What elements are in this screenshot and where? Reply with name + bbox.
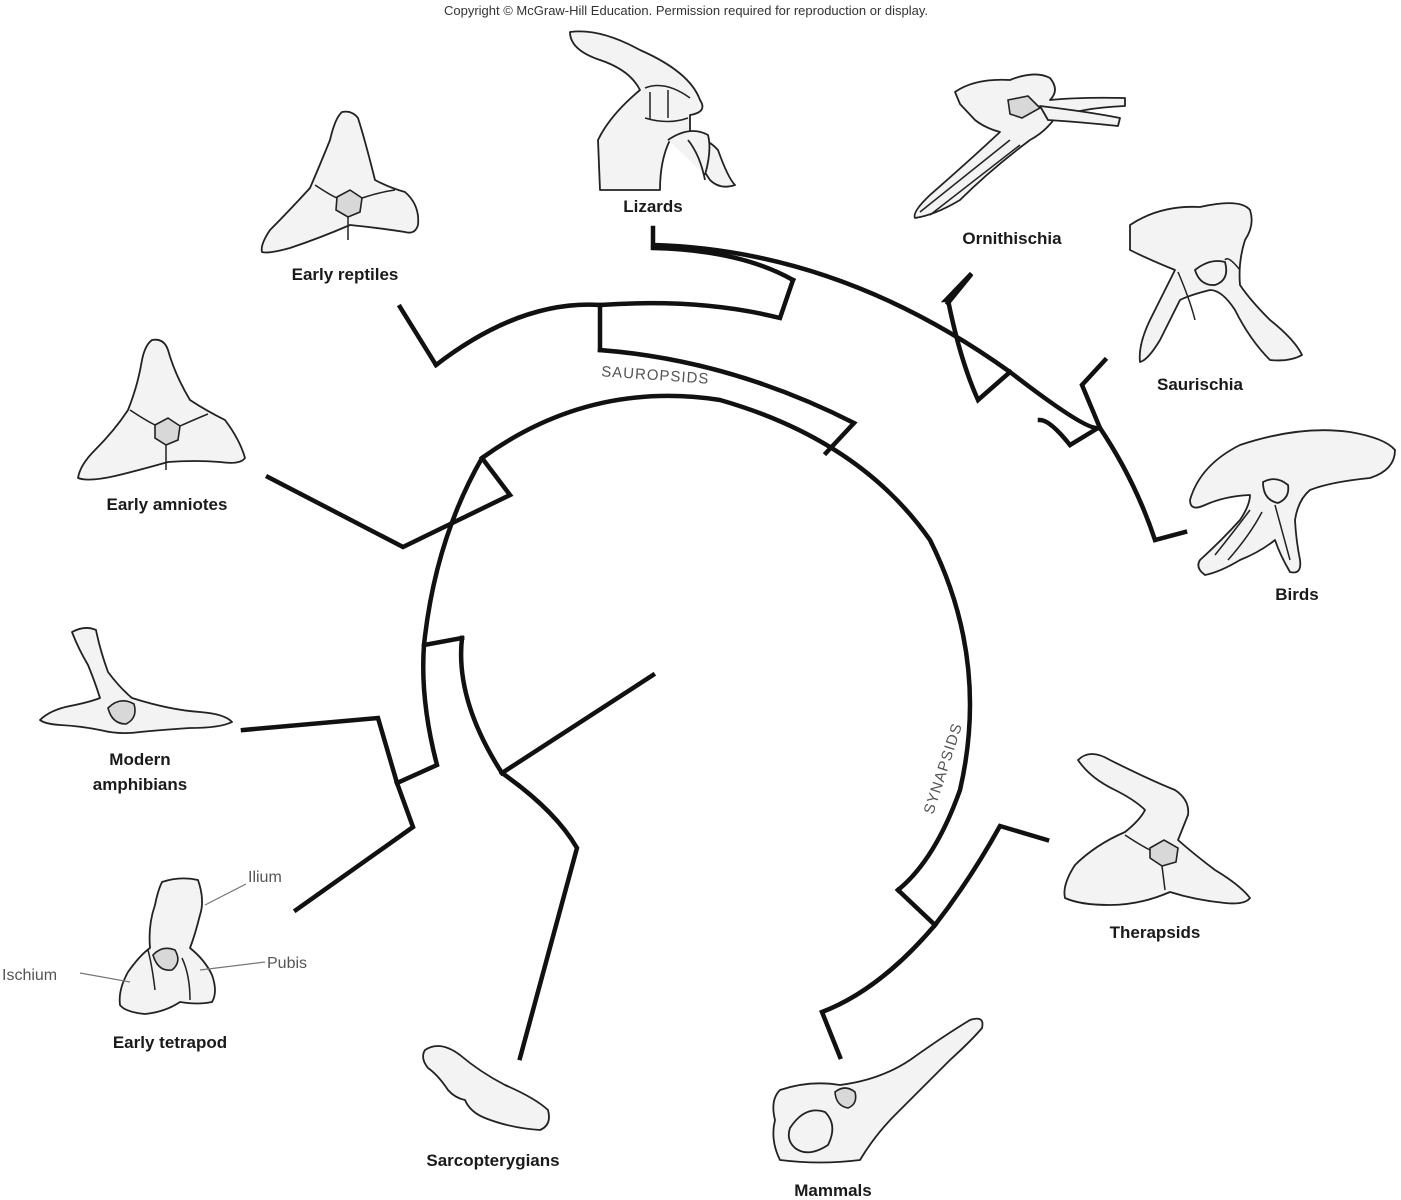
- saurischia-pelvis-illustration: [1129, 202, 1303, 363]
- branch-early-reptiles: [396, 303, 440, 369]
- taxon-label-saurischia: Saurischia: [1157, 375, 1244, 394]
- branch-lizards-split: [650, 245, 797, 284]
- taxon-label-modern-amphibians-line2: amphibians: [93, 775, 187, 794]
- mammal-pelvis-illustration: [772, 1017, 984, 1164]
- taxon-label-early-reptiles: Early reptiles: [292, 265, 399, 284]
- sauropsid-arc: [597, 347, 858, 457]
- ilium-leader-line: [204, 883, 247, 906]
- branch-birds: [1096, 424, 1188, 543]
- copyright-notice: Copyright © McGraw-Hill Education. Permi…: [444, 3, 928, 18]
- archosaur-arc: [650, 225, 1101, 431]
- taxon-label-lizards: Lizards: [623, 197, 683, 216]
- phylogenetic-tree: [240, 225, 1188, 1061]
- synapsid-node: [894, 823, 1050, 929]
- part-label-pubis: Pubis: [267, 955, 307, 972]
- branch-saurischia: [1037, 356, 1109, 448]
- branch-ornithischia: [944, 272, 974, 307]
- taxon-label-therapsids: Therapsids: [1110, 923, 1201, 942]
- part-label-ischium: Ischium: [2, 967, 57, 984]
- taxon-label-modern-amphibians-line1: Modern: [109, 750, 170, 769]
- part-label-ilium: Ilium: [248, 869, 282, 886]
- taxon-label-early-amniotes: Early amniotes: [107, 495, 228, 514]
- reptile-arc: [432, 277, 796, 369]
- taxon-label-birds: Birds: [1275, 585, 1318, 604]
- taxon-label-mammals: Mammals: [794, 1181, 871, 1200]
- branch-early-tetrapod: [292, 780, 416, 914]
- sarcopterygian-pelvis-illustration: [422, 1045, 550, 1131]
- taxon-label-ornithischia: Ornithischia: [962, 229, 1062, 248]
- root-branch: [498, 671, 657, 777]
- therapsid-pelvis-illustration: [1063, 753, 1251, 906]
- branch-modern-amphibians: [240, 715, 400, 786]
- pubis-leader-line: [199, 961, 266, 971]
- clade-label-synapsids: SYNAPSIDS: [921, 721, 966, 816]
- branch-sarcopterygians: [458, 635, 580, 1061]
- early-reptile-pelvis-illustration: [260, 110, 420, 254]
- bird-pelvis-illustration: [1189, 429, 1396, 576]
- early-amniote-pelvis-illustration: [77, 338, 246, 481]
- branch-early-amniotes: [264, 454, 514, 550]
- amniote-arc: [421, 393, 973, 894]
- taxon-label-sarcopterygians: Sarcopterygians: [426, 1151, 559, 1170]
- branch-mammals: [819, 921, 939, 1060]
- tetrapod-node: [394, 635, 465, 786]
- ornithischia-pelvis-illustration: [913, 73, 1126, 219]
- early-tetrapod-pelvis-illustration: [118, 877, 216, 1015]
- lizard-pelvis-illustration: [569, 30, 736, 191]
- modern-amphibian-pelvis-illustration: [39, 627, 233, 735]
- ischium-leader-line: [79, 972, 131, 983]
- clade-label-sauropsids: SAUROPSIDS: [601, 363, 710, 388]
- taxon-label-early-tetrapod: Early tetrapod: [113, 1033, 227, 1052]
